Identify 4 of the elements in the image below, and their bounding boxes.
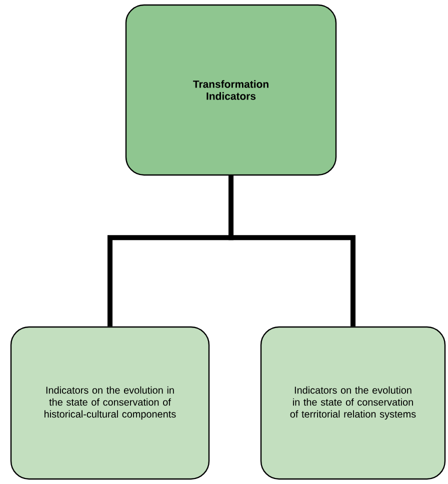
process-box: Indicators on the evolution in the state of conservation of territorial relation systems xyxy=(260,326,446,480)
process-box: Indicators on the evolution in the state of conservation of historical-cultural components xyxy=(10,326,210,480)
process-box: Transformation Indicators xyxy=(125,4,337,176)
connector-line xyxy=(228,176,356,326)
